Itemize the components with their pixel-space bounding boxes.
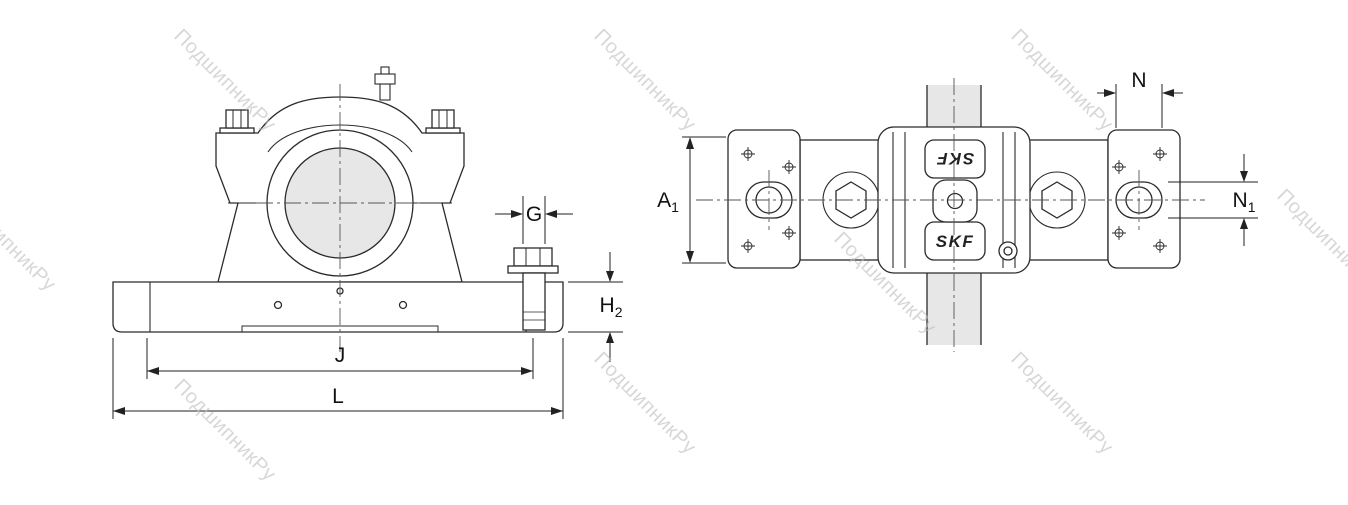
- base-recess-line: [241, 325, 439, 332]
- cap-bolt-left-facets: [232, 110, 242, 128]
- skf-logo-bottom: SKF: [936, 232, 975, 251]
- dim-l-extensions: [112, 338, 564, 419]
- foot-hole-cross: [782, 160, 796, 174]
- grease-nipple-inner: [1003, 246, 1013, 256]
- foot-hole-cross: [782, 226, 796, 240]
- front-centerlines: [256, 84, 424, 352]
- base-hole-left: [273, 300, 283, 310]
- dim-label-h2: H2: [600, 294, 623, 320]
- grease-fitting-hex: [374, 73, 396, 85]
- dim-g-arrows: [511, 210, 557, 218]
- dim-label-g: G: [526, 203, 542, 226]
- dim-a1-extensions: [682, 136, 726, 264]
- dim-label-j: J: [335, 344, 346, 367]
- cap-bolt-left: [219, 109, 255, 134]
- hex-nut-right: [1041, 181, 1073, 219]
- cap-bolt-right-facets: [438, 110, 448, 128]
- foot-hole-cross: [1153, 239, 1167, 253]
- top-dimensions: A1 N N1: [657, 69, 1258, 264]
- grease-nipple-outer: [998, 241, 1018, 261]
- cap-bolt-right-washer: [425, 127, 461, 134]
- dim-j-extensions: [146, 338, 534, 379]
- base-outline: [112, 281, 564, 333]
- skf-logo-plate-top: [924, 139, 986, 179]
- foundation-bolt: [507, 247, 559, 331]
- dim-g-extensions: [522, 196, 546, 244]
- front-view: [112, 66, 564, 352]
- cap-bolt-right: [425, 109, 461, 134]
- cap-bolt-left-washer: [219, 127, 255, 134]
- grease-fitting-nub: [380, 66, 390, 75]
- foot-bolt-holes: [741, 147, 1167, 253]
- dim-label-n1: N1: [1233, 189, 1256, 215]
- foundation-bolt-facets: [525, 248, 541, 266]
- skf-logo-top: SKF: [936, 149, 975, 168]
- foundation-bolt-shank: [522, 272, 546, 331]
- grease-fitting-icon: [374, 66, 396, 101]
- slot-centerlines: [768, 170, 1140, 230]
- foot-hole-cross: [741, 147, 755, 161]
- cap-bolt-right-head: [431, 109, 455, 129]
- foundation-bolt-washer: [507, 265, 559, 274]
- foundation-bolt-head: [513, 247, 553, 267]
- foot-hole-cross: [1153, 147, 1167, 161]
- foundation-bolt-threads: [523, 311, 545, 321]
- base-hole-right: [398, 300, 408, 310]
- center-boss-hole: [946, 192, 964, 210]
- dim-n-extensions: [1115, 84, 1163, 128]
- dim-n1-extensions: [1168, 181, 1258, 219]
- dim-label-n: N: [1131, 69, 1146, 92]
- front-dimensions: G H2 J L: [112, 196, 623, 419]
- foot-hole-cross: [1112, 160, 1126, 174]
- dim-h2-extensions: [568, 281, 623, 333]
- top-view: SKF SKF: [696, 78, 1205, 352]
- grease-fitting-stem: [379, 83, 391, 101]
- cap-bolt-left-head: [225, 109, 249, 129]
- dim-label-l: L: [332, 385, 344, 408]
- dim-label-a1: A1: [657, 189, 679, 215]
- foot-hole-cross: [741, 239, 755, 253]
- top-centerlines: [696, 78, 1205, 352]
- shaft-edges: [926, 85, 982, 345]
- foot-hole-cross: [1112, 226, 1126, 240]
